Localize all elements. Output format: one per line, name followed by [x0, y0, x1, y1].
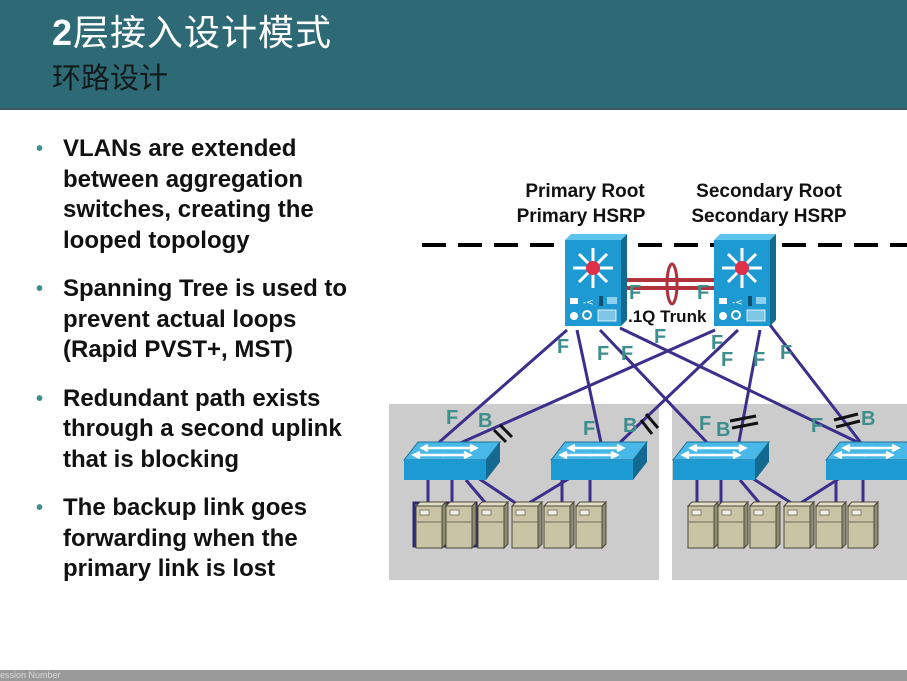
session-number-text: ession Number — [0, 670, 61, 680]
slide-subtitle: 环路设计 — [52, 61, 169, 95]
forwarding-label: F — [811, 415, 823, 437]
secondary-root-label: Secondary Root — [696, 181, 842, 202]
access-switch — [549, 440, 649, 482]
server-icon — [687, 501, 719, 549]
uplink-line — [598, 328, 718, 454]
blocking-label: B — [623, 415, 637, 437]
aggregation-switch-secondary — [712, 232, 778, 328]
access-switch — [402, 440, 502, 482]
server-icon — [847, 501, 879, 549]
forwarding-label: F — [753, 349, 765, 371]
server-icon — [749, 501, 781, 549]
server-icon — [575, 501, 607, 549]
uplink-line — [608, 328, 740, 454]
trunk-label: .1Q Trunk — [628, 307, 707, 326]
server-icon — [477, 501, 509, 549]
forwarding-label: F — [711, 332, 723, 354]
forwarding-label: F — [780, 342, 792, 364]
network-diagram: -< — [389, 181, 907, 580]
title-text: 层接入设计模式 — [73, 13, 333, 54]
title-number: 2 — [52, 12, 74, 53]
port-state-labels: F F F F F F F F F F F F F F B B B B — [446, 282, 875, 441]
server-icon — [445, 501, 477, 549]
forwarding-label: F — [699, 413, 711, 435]
slide-title: 2层接入设计模式 — [52, 4, 332, 56]
uplink-line — [575, 329, 605, 453]
blocking-label: B — [478, 410, 492, 432]
slide-footer: ession Number — [0, 670, 907, 681]
access-switch — [671, 440, 771, 482]
uplink-line — [735, 329, 762, 453]
forwarding-label: F — [654, 326, 666, 348]
blocking-label: B — [716, 419, 730, 441]
bullet-item: VLANs are extended between aggregation s… — [36, 134, 366, 256]
server-icon — [783, 501, 815, 549]
forwarding-label: F — [583, 418, 595, 440]
forwarding-label: F — [446, 407, 458, 429]
forwarding-label: F — [697, 282, 709, 304]
uplink-line — [439, 328, 716, 454]
uplink-line — [427, 328, 568, 454]
slide-header: 2层接入设计模式 环路设计 — [0, 0, 907, 110]
uplink-lines — [427, 324, 879, 454]
primary-root-label: Primary Root — [525, 181, 645, 202]
server-icon — [717, 501, 749, 549]
aggregation-switch-primary — [563, 232, 629, 328]
access-pod-left — [389, 404, 659, 580]
forwarding-label: F — [629, 282, 641, 304]
server-icon — [815, 501, 847, 549]
access-switch — [824, 440, 907, 482]
access-pod-right — [672, 404, 907, 580]
secondary-hsrp-label: Secondary HSRP — [691, 206, 847, 227]
bullet-item: The backup link goes forwarding when the… — [36, 493, 366, 585]
bullet-item: Spanning Tree is used to prevent actual … — [36, 274, 366, 366]
blocking-label: B — [861, 408, 875, 430]
server-icon — [543, 501, 575, 549]
server-icon — [511, 501, 543, 549]
forwarding-label: F — [597, 343, 609, 365]
blocking-marks — [492, 412, 861, 444]
server-icon — [415, 501, 447, 549]
primary-hsrp-label: Primary HSRP — [517, 206, 646, 227]
bullet-item: Redundant path exists through a second u… — [36, 384, 366, 476]
dot1q-trunk — [620, 262, 718, 306]
forwarding-label: F — [557, 336, 569, 358]
forwarding-label: F — [621, 343, 633, 365]
bullet-list: VLANs are extended between aggregation s… — [36, 134, 366, 603]
uplink-line — [768, 324, 870, 453]
servers-left — [412, 501, 607, 549]
forwarding-label: F — [721, 349, 733, 371]
